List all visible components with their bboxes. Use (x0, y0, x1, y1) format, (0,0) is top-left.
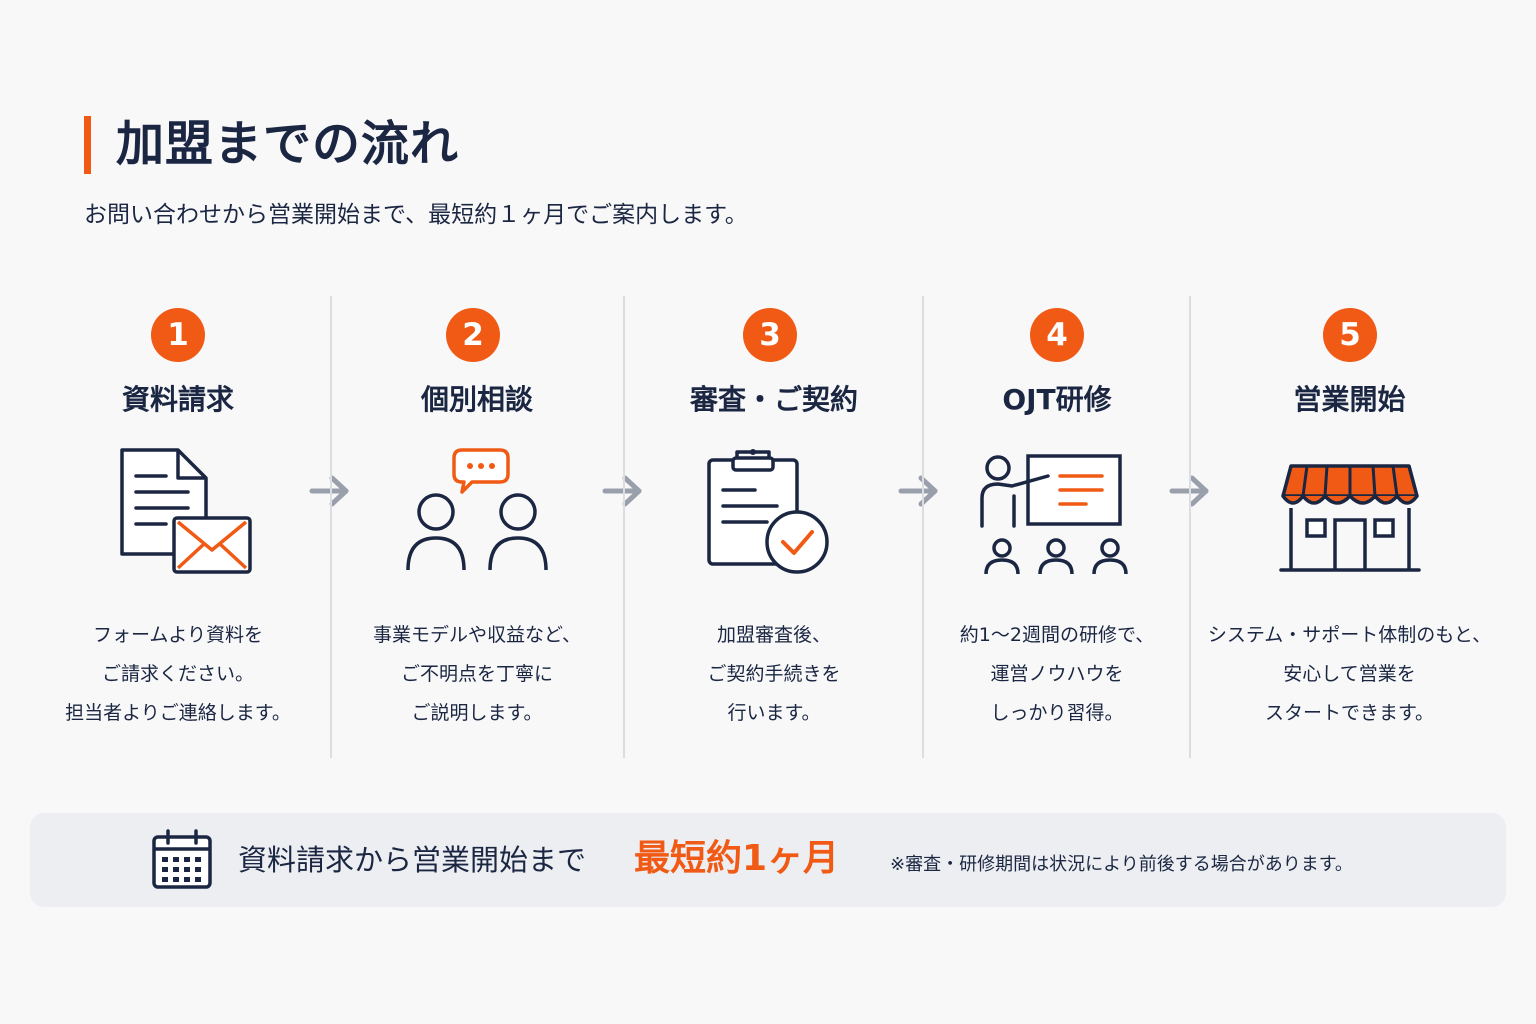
step-4: 4 OJT研修 約1〜2週間の研修で、 運営ノウハウを しっかり (924, 296, 1190, 758)
step-label: 営業開始 (1293, 383, 1406, 416)
step-number-badge: 3 (743, 308, 797, 362)
flow-steps: 1 資料請求 フォームより資料を ご請求ください。 担当者よりご連絡します。 (28, 296, 1508, 758)
step-label: 個別相談 (420, 383, 533, 416)
step-label: OJT研修 (1002, 383, 1112, 416)
calendar-icon (150, 829, 214, 895)
banner-text: 資料請求から営業開始まで (238, 843, 587, 877)
step-number-badge: 1 (151, 308, 205, 362)
banner-highlight: 最短約1ヶ月 (634, 838, 840, 879)
consultation-icon (402, 446, 552, 582)
step-description: システム・サポート体制のもと、 安心して営業を スタートできます。 (1207, 624, 1492, 724)
summary-banner: 資料請求から営業開始まで 最短約1ヶ月 ※審査・研修期間は状況により前後する場合… (30, 813, 1506, 907)
step-label: 審査・ご契約 (689, 383, 858, 416)
step-description: 約1〜2週間の研修で、 運営ノウハウを しっかり習得。 (959, 624, 1155, 724)
page-subtitle: お問い合わせから営業開始まで、最短約１ヶ月でご案内します。 (84, 202, 748, 228)
step-number-badge: 2 (446, 308, 500, 362)
step-number-badge: 5 (1323, 308, 1377, 362)
page-title: 加盟までの流れ (116, 116, 460, 172)
step-3: 3 審査・ご契約 加盟審査後、 ご契約手続きを 行います。 (625, 296, 923, 758)
step-2: 2 個別相談 事業モデルや収益など、 ご不明点を丁寧に ご説明します。 (332, 296, 622, 758)
store-icon (1277, 446, 1423, 582)
step-divider (1189, 296, 1191, 758)
step-description: フォームより資料を ご請求ください。 担当者よりご連絡します。 (65, 624, 291, 724)
step-label: 資料請求 (121, 383, 234, 416)
banner-note: ※審査・研修期間は状況により前後する場合があります。 (890, 854, 1353, 875)
step-description: 事業モデルや収益など、 ご不明点を丁寧に ご説明します。 (372, 624, 582, 724)
training-icon (976, 446, 1136, 582)
arrow-right-icon (897, 474, 941, 508)
step-divider (623, 296, 625, 758)
step-divider (330, 296, 332, 758)
document-mail-icon (116, 446, 256, 582)
step-1: 1 資料請求 フォームより資料を ご請求ください。 担当者よりご連絡します。 (28, 296, 328, 758)
step-divider (922, 296, 924, 758)
arrow-right-icon (601, 474, 645, 508)
arrow-right-icon (308, 474, 352, 508)
clipboard-check-icon (705, 446, 835, 582)
title-accent-bar (84, 116, 91, 174)
step-description: 加盟審査後、 ご契約手続きを 行います。 (707, 624, 841, 724)
step-5: 5 営業開始 システム・サポート体制のもと、 安心して営業を スタートできます。 (1191, 296, 1508, 758)
step-number-badge: 4 (1030, 308, 1084, 362)
